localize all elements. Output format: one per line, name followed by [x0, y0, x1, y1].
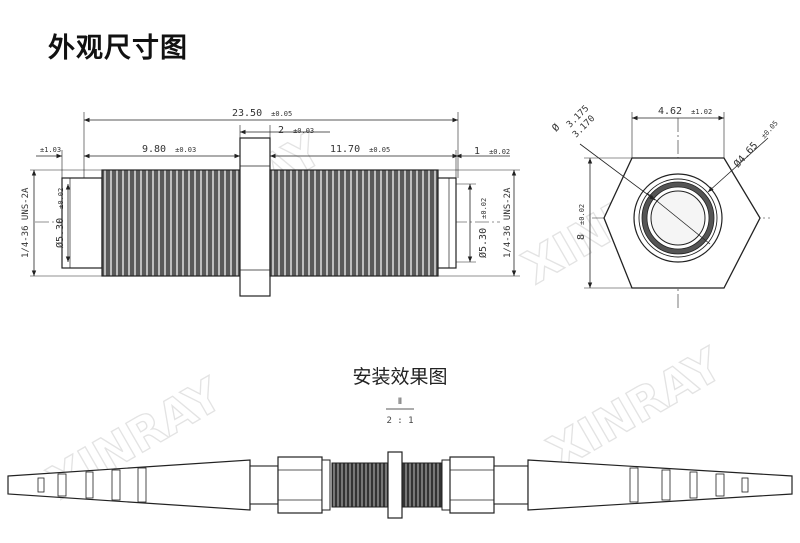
dim-left-end: ±1.03 — [40, 146, 61, 154]
dim-left-section: 9.80 ±0.03 — [142, 144, 196, 155]
right-end-collar — [437, 177, 457, 269]
watermark: XINRAY — [539, 337, 732, 480]
right-connector-nut — [449, 456, 495, 514]
left-cable-boot — [7, 459, 251, 511]
side-view: 4.62 ±1.02 Ø 3.175 3.170 Ø4.65 ±0.05 8 ±… — [550, 104, 780, 310]
dim-left-bore: Ø5.30 ±0.02 — [54, 188, 66, 248]
install-title: 安装效果图 — [352, 366, 447, 388]
adaptor-thread-left — [331, 462, 389, 508]
dim-nut: 2 ±0.03 — [278, 125, 314, 136]
dim-flat: 4.62 ±1.02 — [658, 106, 712, 117]
page-title: 外观尺寸图 — [48, 33, 188, 64]
left-thread — [101, 169, 241, 277]
right-thread-spec: 1/4-36 UNS-2A — [503, 187, 513, 258]
scale-bottom: 2 : 1 — [386, 416, 413, 426]
dim-overall: 23.50 ±0.05 — [232, 108, 292, 119]
adaptor-thread-right — [401, 462, 443, 508]
installation-view — [7, 451, 793, 519]
outer-ring — [633, 173, 723, 263]
dim-right-bore: Ø5.30 ±0.02 — [477, 198, 489, 258]
dim-outer: Ø4.65 ±0.05 — [731, 117, 780, 170]
dim-right-end: 1 ±0.02 — [474, 146, 510, 157]
dim-right-section: 11.70 ±0.05 — [330, 144, 390, 155]
left-connector-nut — [277, 456, 323, 514]
front-view: 23.50 ±0.05 2 ±0.03 9.80 ±0.03 11.70 ±0.… — [21, 108, 520, 297]
dim-height: 8 ±0.02 — [576, 204, 587, 240]
left-thread-spec: 1/4-36 UNS-2A — [21, 187, 31, 258]
right-cable-boot — [527, 459, 793, 511]
adaptor-nut — [387, 451, 403, 519]
hex-nut — [239, 137, 271, 297]
right-thread — [269, 169, 439, 277]
dim-bore-diameter: Ø — [550, 121, 563, 134]
scale-top: Ⅱ — [398, 397, 402, 407]
